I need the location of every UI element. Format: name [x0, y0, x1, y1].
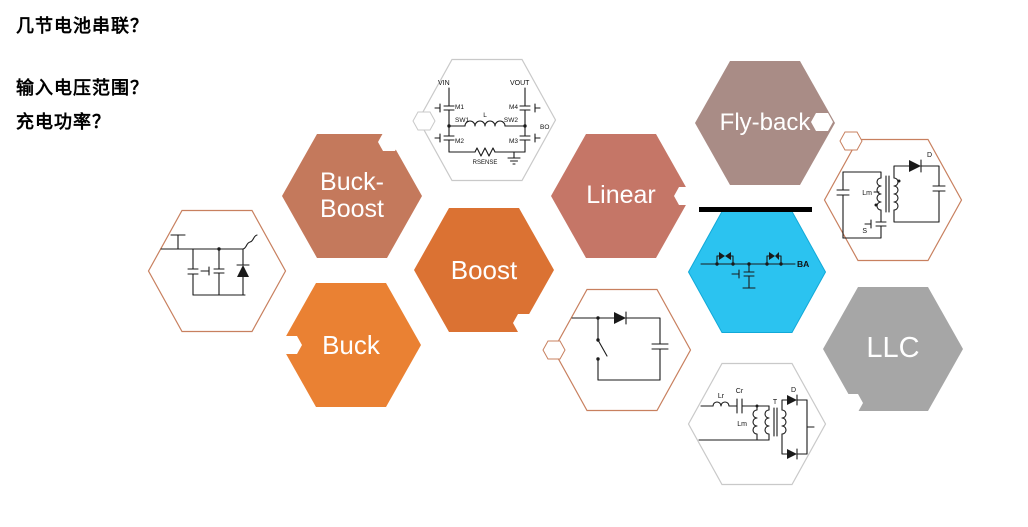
node-dot: [755, 404, 759, 408]
hexagon-fill: [687, 211, 827, 333]
m4-label: M4: [509, 104, 518, 111]
hexagon-outline: [823, 138, 963, 262]
buck-circuit-drawing: [160, 234, 258, 296]
diode-symbol: [614, 312, 626, 324]
hexagon-flyback-label: Fly-back: [719, 108, 811, 136]
boost-circuit-hexagon: [552, 288, 692, 412]
bo-label: BO: [540, 124, 549, 131]
node-dot: [715, 262, 719, 266]
diode-symbol: [787, 449, 797, 459]
accent-hexagon-buck: [280, 336, 302, 354]
node-dot: [596, 316, 600, 320]
hexagon-buck-boost-label: Buck- Boost: [320, 167, 384, 224]
body-diode: [769, 252, 775, 260]
powerpath-circuit-hexagon: BA: [687, 211, 827, 333]
hexagon-boost-label: Boost: [450, 254, 518, 285]
diode-symbol: [787, 395, 797, 405]
m1-label: M1: [455, 104, 464, 111]
accent-hexagon-boost-circuit: [542, 340, 566, 360]
hexagon-outline: [552, 288, 692, 412]
m2-label: M2: [455, 138, 464, 145]
hexagon-buck: Buck: [281, 283, 421, 407]
boost-circuit-drawing: [571, 311, 669, 381]
winding-dot: [874, 203, 878, 207]
body-diode: [725, 252, 731, 260]
m3-label: M3: [509, 138, 518, 145]
node-dot: [747, 262, 751, 266]
flyback-circuit-hexagon: Lm D S: [823, 138, 963, 262]
sw2-label: SW2: [504, 117, 518, 124]
node-dot: [779, 262, 783, 266]
hexagon-linear-label: Linear: [586, 181, 656, 210]
body-diode: [719, 252, 725, 260]
accent-hexagon-linear: [674, 187, 696, 205]
battery-label: BA: [797, 259, 809, 269]
t-label: T: [773, 399, 778, 406]
vin-label: VIN: [438, 80, 450, 87]
sw1-label: SW1: [455, 117, 469, 124]
flyback-circuit-drawing: [836, 159, 946, 239]
d-label: D: [927, 152, 932, 159]
accent-hexagon-buck-boost-circuit: [412, 111, 436, 131]
node-dot: [731, 262, 735, 266]
question-battery-cells: 几节电池串联？: [16, 16, 149, 36]
node-dot: [523, 124, 527, 128]
battery-rail-bar: [699, 207, 812, 212]
buck-boost-circuit-drawing: [434, 87, 541, 165]
diode-symbol: [237, 265, 249, 277]
body-diode: [775, 252, 779, 260]
accent-hexagon-boost: [513, 314, 535, 332]
question-charge-power: 充电功率？: [16, 112, 111, 132]
node-dot: [217, 247, 221, 251]
lm-label: Lm: [737, 421, 747, 428]
hexagon-buck-boost: Buck- Boost: [282, 134, 422, 258]
diode-symbol: [909, 160, 921, 172]
hexagon-buck-label: Buck: [322, 329, 380, 360]
lr-label: Lr: [718, 393, 725, 400]
hexagon-llc-label: LLC: [866, 332, 920, 365]
switch-dot: [596, 338, 600, 342]
node-dot: [765, 262, 769, 266]
s-label: S: [862, 228, 867, 235]
hexagon-outline: [687, 362, 827, 486]
accent-hexagon-llc: [841, 394, 863, 412]
question-input-voltage: 输入电压范围？: [16, 78, 149, 98]
l-label: L: [483, 112, 487, 119]
node-dot: [447, 124, 451, 128]
winding-dot: [897, 179, 901, 183]
accent-hexagon-buck-boost: [378, 133, 400, 151]
vout-label: VOUT: [510, 80, 530, 87]
hexagon-linear: Linear: [551, 134, 691, 258]
buck-boost-circuit-hexagon: VIN VOUT M1 SW1 L SW2 M4 M2 M3 RSENSE BO: [417, 58, 557, 182]
d-label: D: [791, 387, 796, 394]
llc-circuit-hexagon: Lr Cr T Lm D: [687, 362, 827, 486]
lm-label: Lm: [862, 190, 872, 197]
accent-hexagon-flyback-circuit: [839, 131, 863, 151]
cr-label: Cr: [736, 388, 744, 395]
buck-boost-label-line2: Boost: [320, 195, 384, 223]
buck-circuit-hexagon: [147, 209, 287, 333]
buck-boost-label-line1: Buck-: [320, 167, 384, 196]
hexagon-outline: [147, 209, 287, 333]
accent-hexagon-flyback: [811, 113, 833, 131]
rsense-label: RSENSE: [473, 160, 498, 166]
switch-dot: [596, 357, 600, 361]
